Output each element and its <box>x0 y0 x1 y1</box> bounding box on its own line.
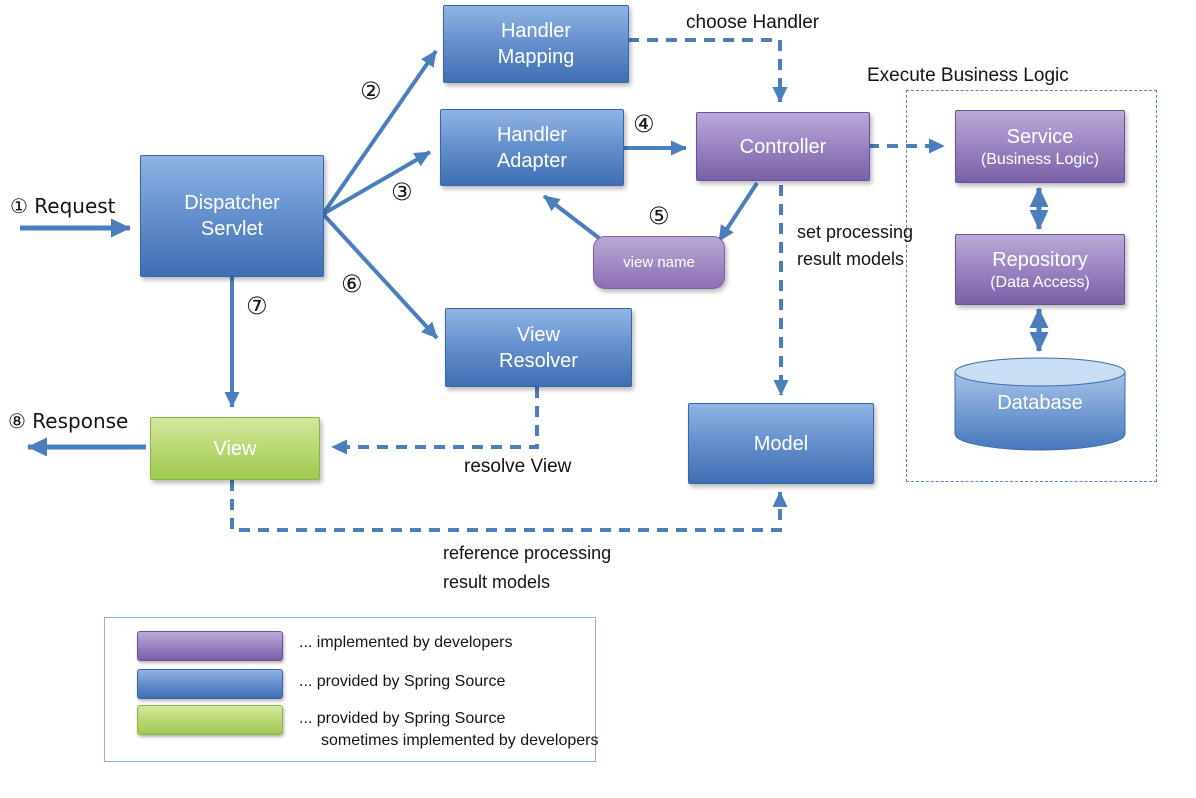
dispatcher-servlet-box: Dispatcher Servlet <box>140 155 324 277</box>
reference-processing-label-line1: reference processing <box>443 543 612 563</box>
legend-label-implemented: ... implemented by developers <box>299 634 513 651</box>
legend-swatch-green <box>137 705 283 735</box>
handler-mapping-label-line1: Handler <box>500 20 572 42</box>
service-box: Service (Business Logic) <box>955 110 1125 183</box>
handler-adapter-label-line2: Adapter <box>496 149 568 172</box>
step-6-number: ⑥ <box>341 270 363 298</box>
dispatcher-to-handler-adapter-arrow <box>321 150 432 216</box>
step-7-number: ⑦ <box>246 292 268 320</box>
controller-to-view-name-arrow <box>717 181 759 243</box>
handler-mapping-box: Handler Mapping <box>443 5 629 83</box>
step-5-number: ⑤ <box>648 202 670 230</box>
database-cylinder-shape <box>954 357 1126 451</box>
request-label: ① Request <box>10 194 116 218</box>
view-resolver-to-view-dashed-arrow <box>331 387 539 455</box>
model-box: Model <box>688 403 874 484</box>
response-label: ⑧ Response <box>8 409 129 433</box>
handler-adapter-label-line1: Handler <box>496 123 568 146</box>
handler-adapter-box: Handler Adapter <box>440 109 624 186</box>
service-sublabel: (Business Logic) <box>980 151 1100 168</box>
step-3-number: ③ <box>391 178 413 206</box>
view-label: View <box>213 437 257 460</box>
view-name-to-handler-adapter-arrow <box>542 194 601 240</box>
dispatcher-servlet-label-line2: Servlet <box>200 218 264 240</box>
choose-handler-label: choose Handler <box>686 12 820 33</box>
view-resolver-box: View Resolver <box>445 308 632 387</box>
database-cylinder: Database <box>953 356 1127 452</box>
choose-handler-dashed-arrow <box>628 38 788 103</box>
legend-swatch-blue <box>137 669 283 699</box>
set-processing-label-line2: result models <box>797 249 905 269</box>
legend-box: ... implemented by developers ... provid… <box>104 617 599 762</box>
legend-label-provided: ... provided by Spring Source <box>299 673 506 690</box>
controller-label: Controller <box>739 135 827 158</box>
handler-mapping-label-line2: Mapping <box>497 46 575 68</box>
resolve-view-label: resolve View <box>464 456 572 477</box>
controller-box: Controller <box>696 112 870 181</box>
legend-label-provided-sometimes-line1: ... provided by Spring Source <box>299 710 506 727</box>
view-box: View <box>150 417 320 480</box>
view-resolver-label-line1: View <box>517 323 560 346</box>
repository-box: Repository (Data Access) <box>955 234 1125 305</box>
step-4-number: ④ <box>633 110 655 138</box>
service-label: Service <box>1006 126 1074 148</box>
reference-processing-label-line2: result models <box>443 572 551 592</box>
execute-business-logic-frame <box>906 90 1157 482</box>
legend-label-provided-sometimes-line2: sometimes implemented by developers <box>321 732 599 749</box>
repository-label: Repository <box>992 249 1088 271</box>
dispatcher-to-view-resolver-arrow <box>321 212 439 340</box>
step-2-number: ② <box>360 77 382 105</box>
view-name-label: view name <box>623 253 695 271</box>
repository-sublabel: (Data Access) <box>990 274 1090 291</box>
view-name-box: view name <box>593 236 725 289</box>
database-label: Database <box>997 392 1083 414</box>
set-processing-label-line1: set processing <box>797 222 914 242</box>
execute-business-logic-label: Execute Business Logic <box>867 65 1069 86</box>
model-label: Model <box>753 432 809 455</box>
legend-swatch-purple <box>137 631 283 661</box>
view-to-model-dashed-arrow <box>230 480 788 532</box>
view-resolver-label-line2: Resolver <box>499 349 578 372</box>
dispatcher-servlet-label-line1: Dispatcher <box>184 192 280 214</box>
dispatcher-to-handler-mapping-arrow <box>321 49 438 216</box>
